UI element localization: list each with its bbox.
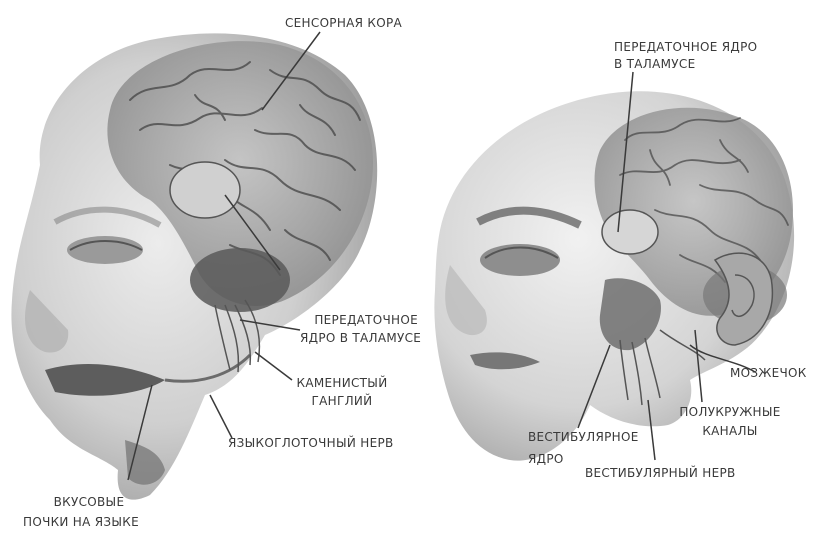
left-temporal-lobe bbox=[190, 248, 290, 312]
label-glossopharyngeal: ЯЗЫКОГЛОТОЧНЫЙ НЕРВ bbox=[228, 436, 394, 451]
right-eye bbox=[480, 244, 560, 276]
right-head bbox=[434, 72, 794, 461]
label-relay-right-line2: В ТАЛАМУСЕ bbox=[614, 57, 695, 72]
label-canals-line2: КАНАЛЫ bbox=[675, 424, 785, 439]
label-vestibular-nucleus-line2: ЯДРО bbox=[528, 452, 564, 467]
label-sensory-cortex: СЕНСОРНАЯ КОРА bbox=[285, 16, 402, 31]
left-thalamus bbox=[170, 162, 240, 218]
left-head bbox=[11, 32, 377, 500]
label-petrous-line1: КАМЕНИСТЫЙ bbox=[290, 376, 394, 391]
label-taste-buds-line2: ПОЧКИ НА ЯЗЫКЕ bbox=[12, 515, 150, 530]
leader-petrous bbox=[255, 352, 292, 380]
right-thalamus bbox=[602, 210, 658, 254]
leader-glossopharyngeal bbox=[210, 395, 232, 438]
label-relay-left-line2: ЯДРО В ТАЛАМУСЕ bbox=[300, 331, 418, 346]
label-vestibular-nucleus-line1: ВЕСТИБУЛЯРНОЕ bbox=[528, 430, 639, 445]
label-taste-buds-line1: ВКУСОВЫЕ bbox=[30, 495, 148, 510]
label-vestibular-nerve: ВЕСТИБУЛЯРНЫЙ НЕРВ bbox=[585, 466, 736, 481]
label-petrous-line2: ГАНГЛИЙ bbox=[290, 394, 394, 409]
label-relay-left-line1: ПЕРЕДАТОЧНОЕ bbox=[300, 313, 418, 328]
label-cerebellum: МОЗЖЕЧОК bbox=[730, 366, 807, 381]
label-relay-right-line1: ПЕРЕДАТОЧНОЕ ЯДРО bbox=[614, 40, 757, 55]
label-canals-line1: ПОЛУКРУЖНЫЕ bbox=[675, 405, 785, 420]
